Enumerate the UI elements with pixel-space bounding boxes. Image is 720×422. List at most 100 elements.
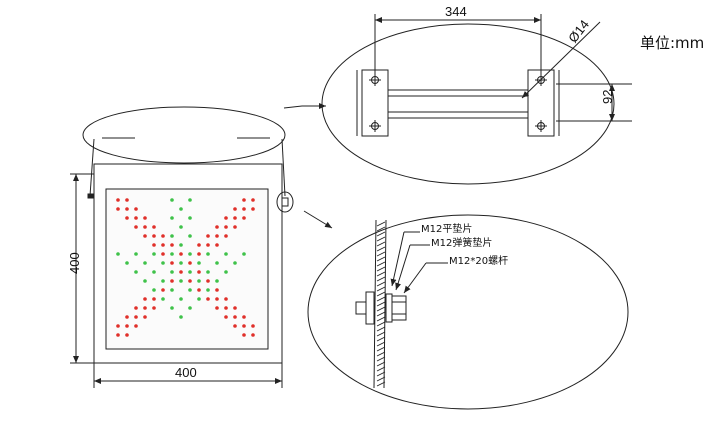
led-dot: [233, 225, 237, 229]
led-dot: [197, 270, 201, 274]
hatch-line: [376, 241, 386, 247]
bolt-shank: [355, 301, 367, 315]
led-dot: [224, 270, 228, 274]
led-dot: [224, 315, 228, 319]
led-dot: [188, 198, 192, 202]
led-dot: [224, 297, 228, 301]
led-dot: [152, 288, 156, 292]
led-dot: [197, 297, 201, 301]
led-dot: [116, 198, 120, 202]
led-dot: [161, 297, 165, 301]
led-dot: [170, 261, 174, 265]
hatch-line: [376, 326, 386, 332]
led-dot: [188, 279, 192, 283]
led-dot: [170, 288, 174, 292]
led-dot: [179, 279, 183, 283]
led-dot: [134, 225, 138, 229]
led-dot: [206, 252, 210, 256]
led-dot: [116, 207, 120, 211]
hatch-line: [376, 321, 386, 327]
led-dot: [206, 279, 210, 283]
led-dot: [224, 216, 228, 220]
led-dot: [197, 279, 201, 283]
led-dot: [233, 261, 237, 265]
led-dot: [134, 306, 138, 310]
led-dot: [251, 333, 255, 337]
panel-dimensions: [70, 173, 283, 388]
led-dot: [161, 279, 165, 283]
led-dot: [116, 252, 120, 256]
led-dot: [116, 333, 120, 337]
led-dot: [170, 216, 174, 220]
led-dot: [206, 270, 210, 274]
led-dot: [179, 315, 183, 319]
led-dot: [197, 252, 201, 256]
hatch-line: [376, 236, 386, 242]
led-dot: [134, 315, 138, 319]
led-dot: [242, 315, 246, 319]
led-dot: [215, 297, 219, 301]
panel-width-label: 400: [175, 365, 197, 380]
hatch-line: [376, 251, 386, 257]
hatch-line: [376, 301, 386, 307]
bracket-height-label: 92: [600, 90, 615, 104]
hatch-line: [376, 306, 386, 312]
led-dot: [188, 288, 192, 292]
led-dot: [179, 243, 183, 247]
mount-holes: [369, 74, 547, 132]
led-dot: [188, 306, 192, 310]
led-dot: [206, 243, 210, 247]
led-dot: [188, 216, 192, 220]
hatch-line: [376, 266, 386, 272]
led-dot: [161, 288, 165, 292]
hatch-line: [376, 256, 386, 262]
panel-height-label: 400: [67, 252, 82, 274]
led-dot: [125, 324, 129, 328]
led-dot: [143, 234, 147, 238]
led-dot: [170, 198, 174, 202]
led-dot: [188, 252, 192, 256]
hatch-line: [376, 336, 386, 342]
led-dot: [242, 207, 246, 211]
panel-inner-frame: [105, 188, 269, 350]
led-dot: [170, 279, 174, 283]
led-dot: [134, 270, 138, 274]
led-dot: [143, 261, 147, 265]
hatch-line: [376, 381, 386, 387]
led-dot: [242, 333, 246, 337]
led-dot: [161, 252, 165, 256]
hatch-line: [376, 276, 386, 282]
led-dot: [161, 234, 165, 238]
panel-outer-frame: [93, 163, 283, 364]
led-dot: [206, 288, 210, 292]
led-dot: [161, 243, 165, 247]
led-dot: [143, 216, 147, 220]
led-dot: [215, 288, 219, 292]
spring-washer: [385, 293, 393, 323]
led-dot: [179, 270, 183, 274]
led-dot: [116, 324, 120, 328]
led-panel: [87, 138, 333, 364]
bracket-detail: [321, 14, 632, 185]
led-dot: [143, 315, 147, 319]
led-dot: [179, 252, 183, 256]
hatch-line: [376, 356, 386, 362]
led-dot: [215, 306, 219, 310]
led-dot: [170, 234, 174, 238]
led-dot: [125, 207, 129, 211]
led-dot: [188, 234, 192, 238]
led-dot: [215, 261, 219, 265]
callout-flat-washer: M12平垫片: [421, 222, 472, 235]
led-dot: [179, 297, 183, 301]
hatch-line: [376, 246, 386, 252]
bracket-span-label: 344: [445, 4, 467, 19]
led-dot: [152, 243, 156, 247]
hatch-line: [376, 331, 386, 337]
led-dot: [206, 234, 210, 238]
led-dot: [152, 225, 156, 229]
hatch-line: [376, 376, 386, 382]
led-dot: [152, 306, 156, 310]
callout-bolt: M12*20螺杆: [449, 255, 508, 267]
callout-spring-washer: M12弹簧垫片: [431, 236, 492, 249]
